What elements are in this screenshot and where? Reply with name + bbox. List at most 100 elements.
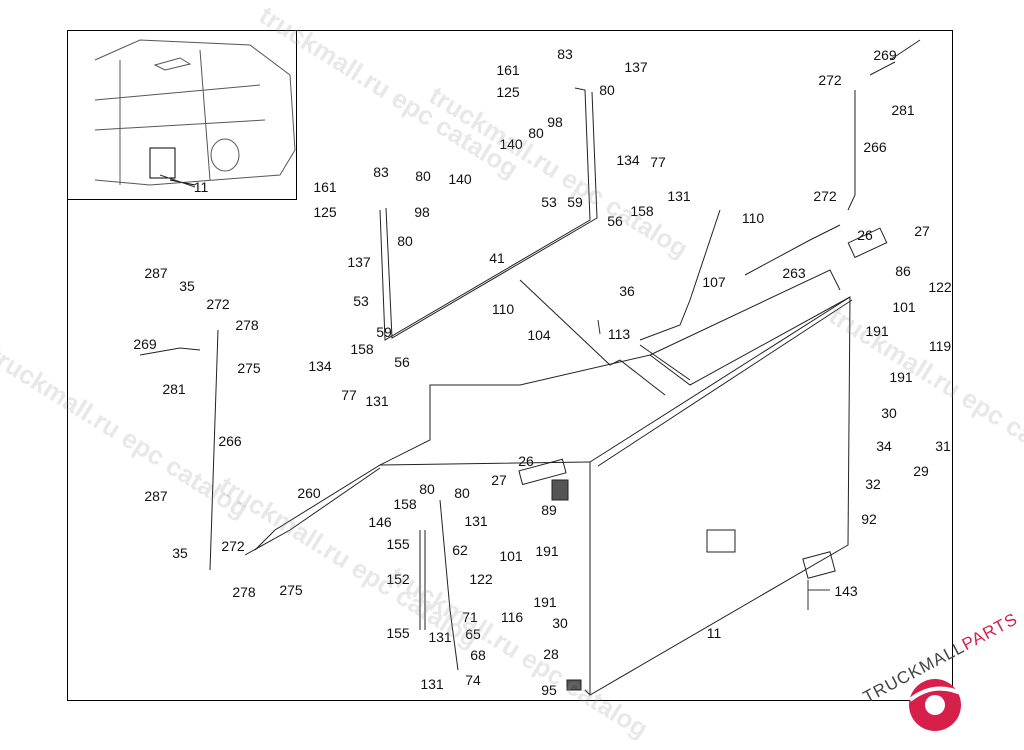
part-callout-101: 101 [499, 548, 523, 564]
gas-strut-152 [419, 499, 459, 671]
part-callout-158: 158 [393, 496, 417, 512]
part-callout-80: 80 [419, 481, 435, 497]
part-callout-275: 275 [279, 582, 303, 598]
part-callout-161: 161 [496, 62, 520, 78]
part-callout-74: 74 [465, 672, 481, 688]
diagram-frame [67, 30, 953, 701]
logo-gear-icon [908, 679, 966, 731]
cable-266-left [209, 329, 219, 571]
part-callout-53: 53 [353, 293, 369, 309]
part-callout-287: 287 [144, 488, 168, 504]
part-callout-281: 281 [162, 381, 186, 397]
part-callout-83: 83 [557, 46, 573, 62]
part-callout-95: 95 [541, 682, 557, 698]
part-callout-98: 98 [547, 114, 563, 130]
rod-104 [519, 279, 621, 366]
part-callout-80: 80 [397, 233, 413, 249]
part-callout-140: 140 [499, 136, 523, 152]
part-callout-104: 104 [527, 327, 551, 343]
part-callout-131: 131 [464, 513, 488, 529]
part-callout-26: 26 [518, 453, 534, 469]
part-callout-113: 113 [607, 326, 631, 342]
part-callout-83: 83 [373, 164, 389, 180]
part-callout-137: 137 [624, 59, 648, 75]
part-callout-80: 80 [599, 82, 615, 98]
part-callout-28: 28 [543, 646, 559, 662]
part-callout-29: 29 [913, 463, 929, 479]
part-callout-191: 191 [533, 594, 557, 610]
part-callout-26: 26 [857, 227, 873, 243]
part-callout-56: 56 [394, 354, 410, 370]
part-callout-98: 98 [414, 204, 430, 220]
rod-41 [379, 87, 591, 341]
part-callout-272: 272 [221, 538, 245, 554]
frame-plate [254, 269, 851, 551]
part-callout-27: 27 [491, 472, 507, 488]
part-callout-101: 101 [892, 299, 916, 315]
part-callout-155: 155 [386, 536, 410, 552]
handle-plate [706, 529, 736, 553]
part-callout-122: 122 [928, 279, 952, 295]
part-callout-278: 278 [235, 317, 259, 333]
part-callout-161: 161 [313, 179, 337, 195]
part-callout-80: 80 [528, 125, 544, 141]
part-callout-140: 140 [448, 171, 472, 187]
part-callout-62: 62 [452, 542, 468, 558]
part-callout-281: 281 [891, 102, 915, 118]
part-callout-266: 266 [863, 139, 887, 155]
part-callout-146: 146 [368, 514, 392, 530]
part-callout-68: 68 [470, 647, 486, 663]
part-callout-107: 107 [702, 274, 726, 290]
part-callout-59: 59 [567, 194, 583, 210]
part-callout-35: 35 [179, 278, 195, 294]
part-callout-119: 119 [928, 338, 952, 354]
part-callout-131: 131 [428, 629, 452, 645]
part-callout-77: 77 [341, 387, 357, 403]
cable-266-right [847, 90, 856, 211]
part-callout-30: 30 [881, 405, 897, 421]
part-callout-278: 278 [232, 584, 256, 600]
part-callout-272: 272 [813, 188, 837, 204]
part-callout-86: 86 [895, 263, 911, 279]
part-callout-27: 27 [914, 223, 930, 239]
rod-107 [639, 209, 721, 341]
part-callout-89: 89 [541, 502, 557, 518]
part-callout-275: 275 [237, 360, 261, 376]
part-callout-134: 134 [616, 152, 640, 168]
part-callout-59: 59 [376, 324, 392, 340]
part-callout-116: 116 [500, 609, 524, 625]
part-callout-110: 110 [491, 301, 515, 317]
part-callout-287: 287 [144, 265, 168, 281]
part-callout-158: 158 [630, 203, 654, 219]
part-callout-131: 131 [365, 393, 389, 409]
part-callout-32: 32 [865, 476, 881, 492]
part-callout-125: 125 [496, 84, 520, 100]
part-callout-80: 80 [454, 485, 470, 501]
panel-outline [589, 296, 851, 696]
part-callout-31: 31 [935, 438, 951, 454]
part-callout-191: 191 [889, 369, 913, 385]
part-callout-263: 263 [782, 265, 806, 281]
inset-vehicle-sketch [94, 39, 296, 186]
part-callout-53: 53 [541, 194, 557, 210]
rod-263 [744, 224, 841, 276]
part-callout-134: 134 [308, 358, 332, 374]
part-callout-92: 92 [861, 511, 877, 527]
part-callout-30: 30 [552, 615, 568, 631]
part-callout-125: 125 [313, 204, 337, 220]
part-callout-269: 269 [133, 336, 157, 352]
part-callout-34: 34 [876, 438, 892, 454]
part-callout-152: 152 [386, 571, 410, 587]
part-callout-122: 122 [469, 571, 493, 587]
part-callout-65: 65 [465, 626, 481, 642]
part-callout-77: 77 [650, 154, 666, 170]
part-callout-272: 272 [818, 72, 842, 88]
part-callout-110: 110 [741, 210, 765, 226]
part-callout-131: 131 [420, 676, 444, 692]
part-callout-56: 56 [607, 213, 623, 229]
part-callout-41: 41 [489, 250, 505, 266]
vehicle-location-inset [67, 30, 297, 200]
part-callout-272: 272 [206, 296, 230, 312]
rod-260 [244, 467, 381, 556]
inset-callout: 11 [193, 179, 209, 195]
